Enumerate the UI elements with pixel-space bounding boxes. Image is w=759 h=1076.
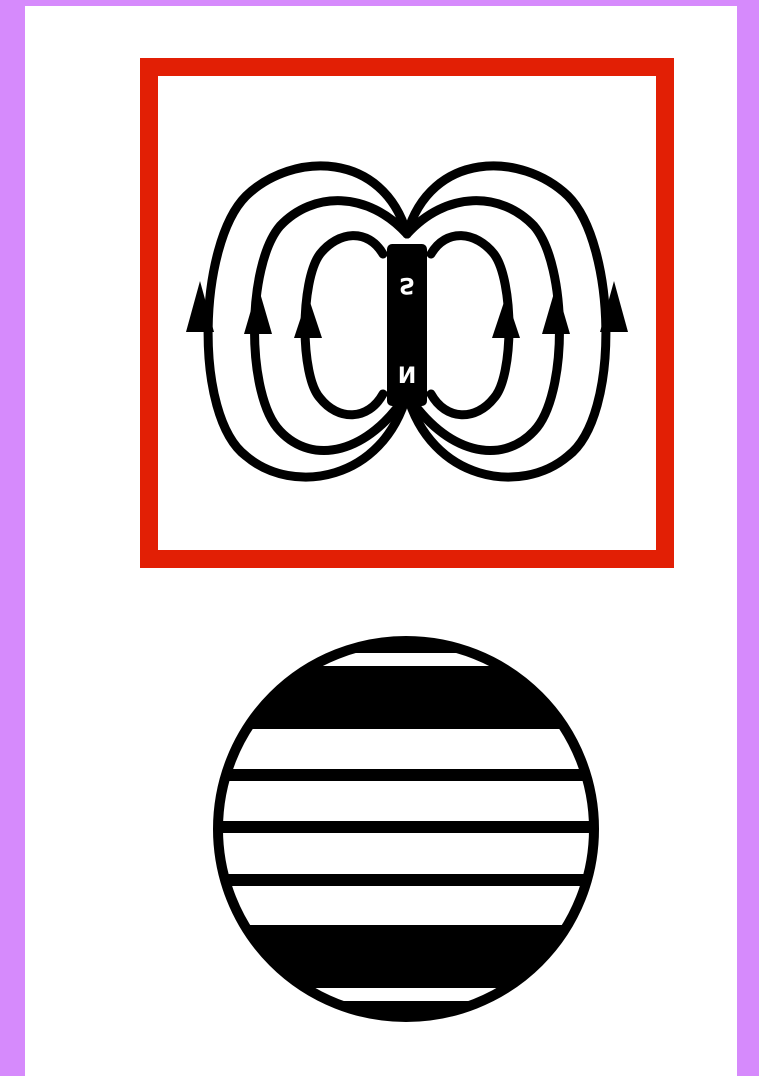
striped-circle-icon [208,631,604,1027]
pole-label-bottom: N [398,364,416,389]
striped-circle [208,631,604,1027]
white-panel: S N [25,6,737,1076]
pole-label-top: S [399,272,415,297]
disc-stripes [208,631,604,1027]
magnetic-field-warning-sign: S N [140,58,674,568]
magnetic-field-icon: S N [158,76,656,550]
